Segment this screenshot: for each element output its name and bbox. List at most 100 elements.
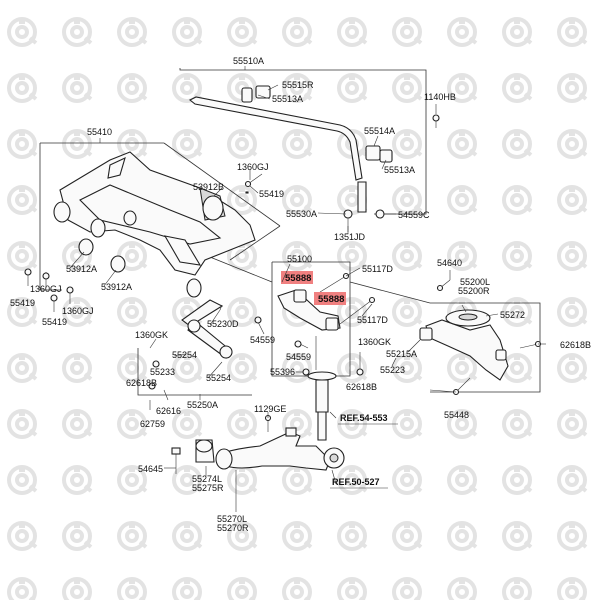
- watermark-logo-icon: [117, 297, 148, 327]
- label-55410: 55410: [87, 127, 112, 137]
- label-55215a: 55215A: [386, 349, 417, 359]
- watermark-logo-icon: [557, 185, 588, 215]
- label-62616: 62616: [156, 406, 181, 416]
- watermark-logo-icon: [62, 409, 93, 439]
- watermark-logo-icon: [227, 577, 258, 600]
- watermark-logo-icon: [337, 353, 368, 383]
- watermark-logo-icon: [62, 465, 93, 495]
- watermark-logo-icon: [62, 353, 93, 383]
- highlight-55888: [281, 271, 346, 305]
- label-53912b: 53912B: [193, 182, 224, 192]
- watermark-logo-icon: [227, 409, 258, 439]
- watermark-logo-icon: [392, 297, 423, 327]
- watermark-logo-icon: [392, 17, 423, 47]
- watermark-logo-icon: [62, 17, 93, 47]
- watermark-logo-icon: [502, 521, 533, 551]
- watermark-logo-icon: [7, 465, 38, 495]
- watermark-logo-icon: [282, 521, 313, 551]
- label-55510a: 55510A: [233, 56, 264, 66]
- label-55117d-mid: 55117D: [357, 315, 388, 325]
- watermark-logo-icon: [117, 17, 148, 47]
- watermark-logo-icon: [392, 409, 423, 439]
- stabilizer-bar: [188, 85, 440, 181]
- label-53912a-b: 53912A: [101, 282, 132, 292]
- watermark-logo-icon: [337, 17, 368, 47]
- watermark-logo-icon: [7, 241, 38, 271]
- label-62618b-mid: 62618B: [346, 382, 377, 392]
- group-outline-boxes: [39, 66, 541, 396]
- watermark-logo-icon: [227, 17, 258, 47]
- watermark-logo-icon: [282, 465, 313, 495]
- watermark-logo-icon: [502, 17, 533, 47]
- watermark-logo-icon: [502, 353, 533, 383]
- bushing-53912a-group: [78, 191, 249, 273]
- label-55888-upper: 55888: [285, 273, 311, 284]
- label-54640: 54640: [437, 258, 462, 268]
- label-55396: 55396: [270, 367, 295, 377]
- watermark-logo-icon: [502, 185, 533, 215]
- watermark-logo-icon: [447, 521, 478, 551]
- watermark-logo-icon: [7, 521, 38, 551]
- watermark-logo-icon: [337, 577, 368, 600]
- upper-control-arm-55100: [277, 272, 376, 331]
- label-ref-50-527: REF.50-527: [332, 477, 380, 487]
- trailing-arm-55270: [171, 414, 345, 474]
- watermark-logo-icon: [557, 409, 588, 439]
- watermark-logo-icon: [557, 465, 588, 495]
- watermark-logo-icon: [557, 129, 588, 159]
- label-54559c: 54559C: [398, 210, 430, 220]
- label-55513a-lower: 55513A: [384, 165, 415, 175]
- label-55419-top: 55419: [259, 189, 284, 199]
- watermark-logo-icon: [557, 521, 588, 551]
- label-55888-lower: 55888: [318, 294, 344, 305]
- label-55254-b: 55254: [206, 373, 231, 383]
- watermark-logo-icon: [172, 577, 203, 600]
- watermark-logo-icon: [447, 129, 478, 159]
- label-55274l: 55274L: [192, 474, 222, 484]
- watermark-logo-icon: [282, 577, 313, 600]
- watermark-logo-icon: [502, 409, 533, 439]
- label-55419-left2: 55419: [42, 317, 67, 327]
- label-1360gk-right: 1360GK: [358, 337, 391, 347]
- watermark-logo-icon: [62, 73, 93, 103]
- watermark-logo-icon: [117, 521, 148, 551]
- watermark-logo-icon: [7, 353, 38, 383]
- label-55233: 55233: [150, 367, 175, 377]
- label-55270r: 55270R: [217, 523, 249, 533]
- label-62759: 62759: [140, 419, 165, 429]
- watermark-logo-icon: [117, 73, 148, 103]
- label-1140hb: 1140HB: [424, 92, 456, 102]
- shock-absorber: [296, 336, 364, 441]
- watermark-logo-icon: [502, 129, 533, 159]
- watermark-logo-icon: [392, 465, 423, 495]
- crossmember-bolts: [24, 173, 263, 312]
- label-55514a: 55514A: [364, 126, 395, 136]
- label-55230d: 55230D: [207, 319, 239, 329]
- label-55272: 55272: [500, 310, 525, 320]
- watermark-logo-icon: [392, 241, 423, 271]
- rear-crossmember: [53, 151, 256, 298]
- label-1360gj-top: 1360GJ: [237, 162, 269, 172]
- watermark-logo-icon: [557, 297, 588, 327]
- watermark-logo-icon: [7, 185, 38, 215]
- label-55419-left: 55419: [10, 298, 35, 308]
- watermark-logo-icon: [557, 17, 588, 47]
- label-1360gj-left: 1360GJ: [30, 284, 62, 294]
- watermark-logo-icon: [337, 73, 368, 103]
- label-55513a: 55513A: [272, 94, 303, 104]
- watermark-logo-icon: [7, 577, 38, 600]
- watermark-logo-icon: [502, 73, 533, 103]
- watermark-logo-icon: [7, 409, 38, 439]
- watermark-logo-icon: [557, 577, 588, 600]
- label-54559: 54559: [250, 335, 275, 345]
- watermark-logo-icon: [557, 241, 588, 271]
- label-55223: 55223: [380, 365, 405, 375]
- label-55117d-top: 55117D: [362, 264, 393, 274]
- watermark-logo-icon: [392, 129, 423, 159]
- label-53912a-a: 53912A: [66, 264, 97, 274]
- watermark-logo-icon: [557, 73, 588, 103]
- watermark-logo-icon: [282, 17, 313, 47]
- label-1129ge: 1129GE: [254, 404, 286, 414]
- watermark-logo-icon: [557, 353, 588, 383]
